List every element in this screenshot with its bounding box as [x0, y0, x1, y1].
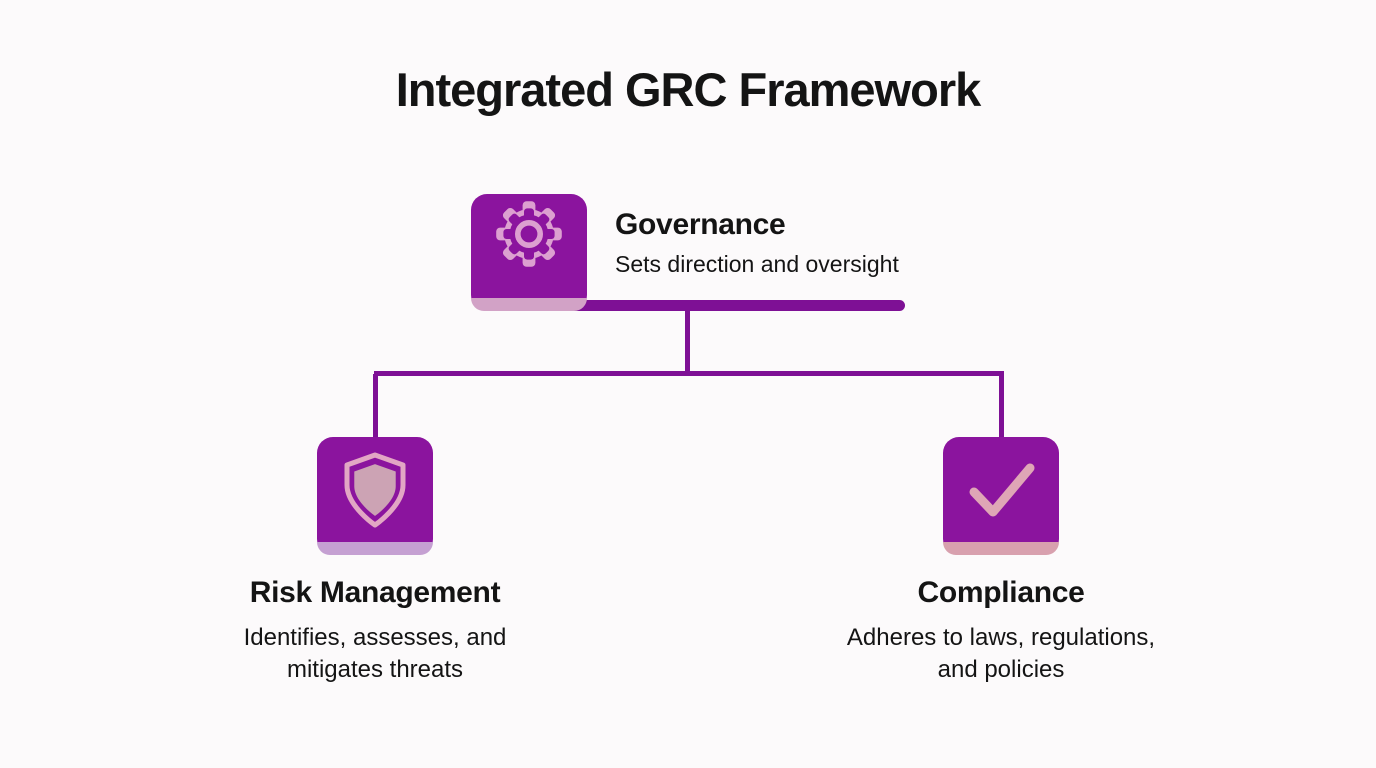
check-icon — [969, 463, 1035, 517]
risk-management-tile — [317, 437, 433, 555]
compliance-vertical-connector — [999, 374, 1004, 438]
governance-description: Sets direction and oversight — [615, 251, 899, 277]
risk-tile-base — [317, 542, 433, 555]
gear-icon — [496, 201, 562, 267]
shield-icon — [344, 452, 406, 528]
compliance-tile-base — [943, 542, 1059, 555]
compliance-tile — [943, 437, 1059, 555]
governance-tile — [471, 194, 587, 311]
compliance-description: Adheres to laws, regulations, and polici… — [846, 624, 1156, 683]
compliance-text-block: Compliance Adheres to laws, regulations,… — [801, 576, 1201, 686]
governance-label: Governance — [615, 208, 786, 241]
risk-text-block: Risk Management Identifies, assesses, an… — [175, 576, 575, 686]
governance-tile-base — [471, 298, 587, 311]
risk-vertical-connector — [373, 374, 378, 438]
main-vertical-connector — [685, 308, 690, 374]
compliance-label: Compliance — [917, 576, 1085, 609]
risk-label: Risk Management — [249, 576, 501, 609]
risk-description: Identifies, assesses, and mitigates thre… — [243, 624, 507, 683]
governance-branch-bar — [528, 300, 905, 311]
horizontal-branch-connector — [374, 371, 1004, 376]
page-title: Integrated GRC Framework — [395, 63, 982, 116]
governance-text-block: Governance Sets direction and oversight — [615, 208, 899, 278]
